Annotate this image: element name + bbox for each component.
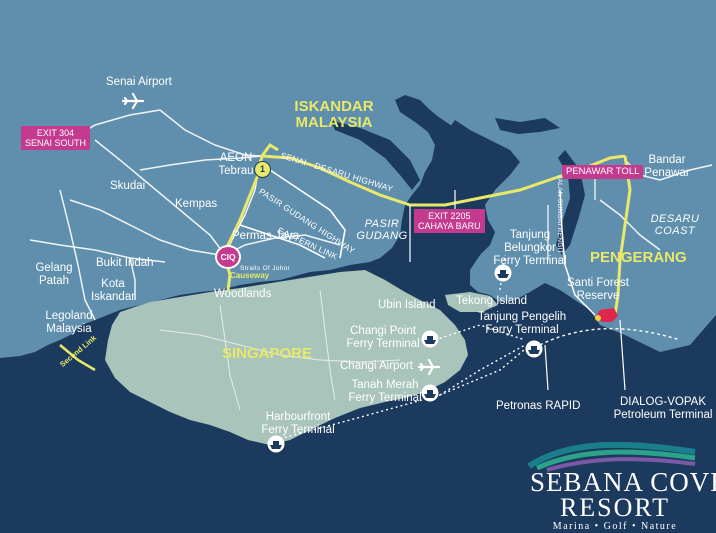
- ferry-icon-harbourfront: [267, 435, 285, 453]
- ciq-label: CIQ: [220, 252, 236, 262]
- place-dialog-vopak: DIALOG-VOPAK Petroleum Terminal: [613, 396, 713, 421]
- place-gelang-patah: Gelang Patah: [35, 262, 73, 287]
- road-network: [29, 109, 713, 321]
- region-iskandar-malaysia: ISKANDAR MALAYSIA: [294, 98, 374, 131]
- ferry-icon-tanah-merah: [421, 384, 439, 402]
- place-woodlands: Woodlands: [214, 288, 272, 300]
- tekong-island-shape: [445, 292, 498, 312]
- changi-airport-icon: [418, 358, 440, 376]
- tag-penawar-toll: PENAWAR TOLL: [562, 165, 644, 179]
- region-singapore: SINGAPORE: [222, 345, 313, 362]
- route-one-label: 1: [259, 164, 265, 174]
- jalan-sungai-rengit-road: [559, 189, 596, 316]
- logo-resort: RESORT: [559, 493, 671, 522]
- place-tanjung-belungkor: Tanjung Belungkor Ferry Terminal: [493, 229, 567, 267]
- senai-airport-icon: [122, 92, 144, 110]
- second-link-road: [59, 344, 96, 372]
- pengerang-zone-boundary: [539, 327, 681, 346]
- river-branch-3: [495, 118, 560, 134]
- ferry-routes: [274, 254, 531, 441]
- river-branch: [330, 120, 420, 190]
- singapore-roads: [159, 289, 401, 411]
- label-straits-of-johor: Straits Of Johor: [240, 265, 290, 272]
- label-causeway: Causeway: [230, 271, 270, 280]
- place-kempas: Kempas: [175, 198, 218, 210]
- tag-exit-2205: EXIT 2205 CAHAYA BARU: [414, 209, 485, 233]
- place-harbourfront: Harbourfront Ferry Terminal: [261, 411, 335, 436]
- ubin-island-shape: [385, 305, 445, 320]
- place-ubin-island: Ubin Island: [378, 299, 436, 311]
- place-petronas-rapid: Petronas RAPID: [496, 400, 581, 412]
- tag-exit-304: EXIT 304 SENAI SOUTH: [21, 126, 91, 150]
- place-bandar-penawar: Bandar Penawar: [644, 154, 690, 179]
- place-bukit-indah: Bukit Indah: [96, 257, 154, 269]
- place-changi-point: Changi Point Ferry Terminal: [346, 325, 420, 350]
- place-permas-jaya: Permas Jaya: [232, 230, 300, 242]
- singapore-island: [105, 270, 468, 445]
- route-one-shield-icon: 1: [254, 161, 271, 178]
- place-santi-forest-reserve: Santi Forest Reserve: [567, 277, 629, 302]
- place-tanah-merah: Tanah Merah Ferry Terminal: [348, 379, 422, 404]
- region-pengerang: PENGERANG: [590, 249, 687, 266]
- exit-pointers: [409, 175, 626, 391]
- place-changi-airport: Changi Airport: [340, 360, 413, 372]
- logo-name: SEBANA COVE: [530, 467, 716, 497]
- logo-tagline: Marina • Golf • Nature: [552, 521, 678, 532]
- region-desaru-coast: DESARU COAST: [650, 213, 700, 237]
- place-kota-iskandar: Kota Iskandar: [90, 278, 136, 303]
- place-tanjung-pengelih: Tanjung Pengelih Ferry Terminal: [477, 311, 567, 336]
- place-tekong-island: Tekong Island: [456, 295, 527, 307]
- ferry-icon-pengelih: [525, 340, 543, 358]
- place-skudai: Skudai: [110, 180, 146, 192]
- place-legoland-malaysia: Legoland Malaysia: [45, 310, 93, 335]
- region-pasir-gudang: PASIR GUDANG: [356, 218, 408, 242]
- ciq-marker-icon: CIQ: [215, 245, 241, 269]
- place-senai-airport: Senai Airport: [106, 76, 172, 88]
- place-aeon-tebrau: AEON Tebrau: [218, 152, 254, 177]
- ferry-icon-belungkor: [494, 264, 512, 282]
- ferry-icon-changi-point: [421, 330, 439, 348]
- sebana-cove-wave-logo-icon: [527, 441, 696, 472]
- resort-location-pin-icon: [595, 308, 618, 322]
- eastern-link: [239, 169, 346, 259]
- johor-mainland: [0, 0, 716, 358]
